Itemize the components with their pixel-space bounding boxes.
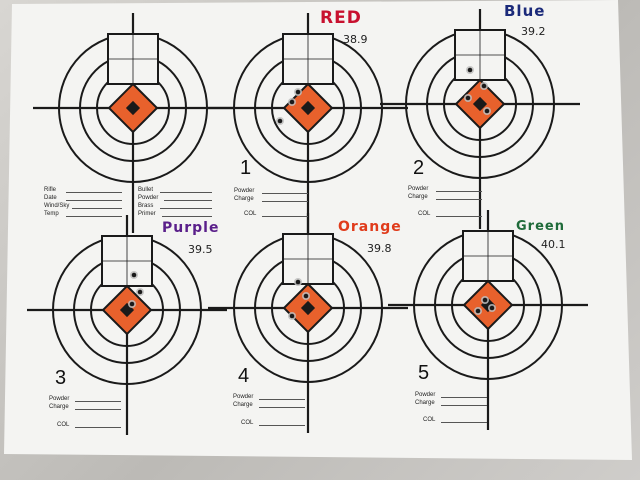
label-red: RED <box>320 8 362 28</box>
rule <box>436 216 482 217</box>
center-square <box>300 300 316 316</box>
rule <box>72 208 122 209</box>
powder-label: Powder <box>49 396 70 402</box>
label-green: Green <box>516 219 565 234</box>
charge-label: Charge <box>233 402 253 408</box>
charge-label: Charge <box>408 194 428 200</box>
load-label-rifle: Rifle <box>44 187 57 193</box>
rule <box>262 216 308 217</box>
col-label: COL <box>418 211 431 217</box>
value-orange: 39.8 <box>367 242 392 255</box>
rule <box>66 192 122 193</box>
col-label: COL <box>57 422 70 428</box>
target-number-4: 4 <box>238 365 250 387</box>
charge-label: Charge <box>234 196 254 202</box>
load-label-temp: Temp <box>44 211 59 217</box>
target-number-1: 1 <box>240 157 252 179</box>
load-label-date: Date <box>44 195 57 201</box>
value-blue: 39.2 <box>521 25 546 38</box>
target-number-2: 2 <box>413 157 425 179</box>
bullet-hole <box>289 313 295 319</box>
rule <box>66 216 122 217</box>
powder-label: Powder <box>408 186 429 192</box>
rule <box>75 409 121 410</box>
label-purple: Purple <box>162 220 220 236</box>
col-label: COL <box>241 420 254 426</box>
rule <box>75 401 121 402</box>
load-label-primer: Primer <box>138 211 156 217</box>
rule <box>441 405 487 406</box>
center-square <box>300 100 316 116</box>
rule <box>66 200 122 201</box>
value-red: 38.9 <box>343 33 368 46</box>
rule <box>441 422 487 423</box>
rule <box>164 200 212 201</box>
bullet-hole <box>467 67 473 73</box>
bullet-hole <box>482 297 488 303</box>
rule <box>75 427 121 428</box>
bullet-hole <box>129 301 135 307</box>
load-label-bullet: Bullet <box>138 187 154 193</box>
charge-label: Charge <box>49 404 69 410</box>
bullet-hole <box>289 99 295 105</box>
rule <box>259 407 305 408</box>
bullet-hole <box>481 83 487 89</box>
bullet-hole <box>484 108 490 114</box>
rule <box>441 397 487 398</box>
bullet-hole <box>475 308 481 314</box>
rule <box>262 193 308 194</box>
rule <box>160 192 212 193</box>
bullet-hole <box>295 279 301 285</box>
rule <box>262 201 308 202</box>
target-number-5: 5 <box>418 362 430 384</box>
rule <box>259 399 305 400</box>
target-number-3: 3 <box>55 367 67 389</box>
powder-label: Powder <box>415 392 436 398</box>
rule <box>162 216 212 217</box>
bullet-hole <box>295 89 301 95</box>
col-label: COL <box>244 211 257 217</box>
load-label-brass: Brass <box>138 203 154 209</box>
rule <box>160 208 212 209</box>
load-label-powder: Powder <box>138 195 159 201</box>
rule <box>436 191 482 192</box>
powder-label: Powder <box>233 394 254 400</box>
rule <box>436 199 482 200</box>
label-blue: Blue <box>504 2 546 20</box>
charge-label: Charge <box>415 400 435 406</box>
value-green: 40.1 <box>541 238 566 251</box>
center-square <box>472 96 488 112</box>
bullet-hole <box>277 118 283 124</box>
bullet-hole <box>489 305 495 311</box>
bullet-hole <box>131 272 137 278</box>
powder-label: Powder <box>234 188 255 194</box>
bullet-hole <box>137 289 143 295</box>
bullet-hole <box>465 95 471 101</box>
load-label-wind: Wind/Sky <box>44 203 70 209</box>
bullet-hole <box>303 293 309 299</box>
rule <box>259 425 305 426</box>
value-purple: 39.5 <box>188 243 213 256</box>
col-label: COL <box>423 417 436 423</box>
label-orange: Orange <box>338 219 402 235</box>
